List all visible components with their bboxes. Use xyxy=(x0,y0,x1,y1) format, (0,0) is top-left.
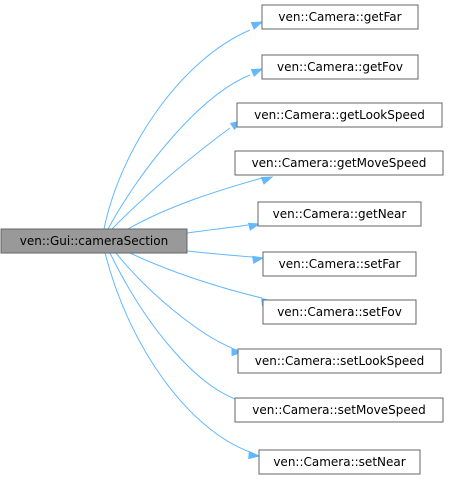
callee-label: ven::Camera::getFov xyxy=(277,60,403,74)
call-edge xyxy=(129,252,263,299)
callee-box xyxy=(234,150,444,176)
callee-node-setnear[interactable]: ven::Camera::setNear xyxy=(258,449,421,475)
call-edge xyxy=(111,127,231,230)
callee-label: ven::Camera::setFar xyxy=(279,257,401,271)
arrowhead-icon xyxy=(250,68,264,77)
arrowhead-icon xyxy=(251,255,265,265)
arrowhead-icon xyxy=(231,347,244,357)
callee-label: ven::Camera::setMoveSpeed xyxy=(252,403,426,417)
callee-label: ven::Camera::setFov xyxy=(277,305,402,319)
call-edge xyxy=(109,252,239,401)
callee-node-getfov[interactable]: ven::Camera::getFov xyxy=(261,54,419,80)
callee-box xyxy=(261,54,419,80)
callee-node-setlookspeed[interactable]: ven::Camera::setLookSpeed xyxy=(237,348,442,374)
callee-label: ven::Camera::getLookSpeed xyxy=(254,108,425,122)
callee-node-setmovespeed[interactable]: ven::Camera::setMoveSpeed xyxy=(234,397,444,423)
callee-node-getmovespeed[interactable]: ven::Camera::getMoveSpeed xyxy=(234,150,444,176)
callee-label: ven::Camera::getNear xyxy=(273,207,407,221)
callee-box xyxy=(261,4,419,30)
callee-label: ven::Camera::setNear xyxy=(273,455,405,469)
callee-box xyxy=(236,102,443,128)
callee-box xyxy=(237,348,442,374)
arrowhead-icon xyxy=(260,176,274,185)
call-edge xyxy=(103,29,251,230)
callee-label: ven::Camera::getMoveSpeed xyxy=(252,156,427,170)
root-node-box xyxy=(0,228,188,254)
call-edge xyxy=(104,252,251,453)
callee-node-getnear[interactable]: ven::Camera::getNear xyxy=(257,201,422,227)
callee-label: ven::Camera::setLookSpeed xyxy=(255,354,424,368)
callee-box xyxy=(258,449,421,475)
callee-box xyxy=(234,397,444,423)
callee-node-setfov[interactable]: ven::Camera::setFov xyxy=(262,299,417,325)
call-edge xyxy=(115,252,233,349)
arrowhead-icon xyxy=(250,21,264,30)
callee-node-getlookspeed[interactable]: ven::Camera::getLookSpeed xyxy=(236,102,443,128)
root-node-label: ven::Gui::cameraSection xyxy=(20,234,168,248)
callee-node-getfar[interactable]: ven::Camera::getFar xyxy=(261,4,419,30)
callee-label: ven::Camera::getFar xyxy=(278,10,401,24)
call-edge xyxy=(107,74,251,230)
callee-node-setfar[interactable]: ven::Camera::setFar xyxy=(262,251,417,277)
callee-box xyxy=(262,251,417,277)
callee-box xyxy=(257,201,422,227)
arrowhead-icon xyxy=(248,450,261,460)
call-edge xyxy=(186,224,249,234)
root-node[interactable]: ven::Gui::cameraSection xyxy=(0,228,188,254)
call-edge xyxy=(127,177,263,230)
callee-box xyxy=(262,299,417,325)
call-edge xyxy=(186,250,253,258)
arrowhead-icon xyxy=(247,222,261,231)
